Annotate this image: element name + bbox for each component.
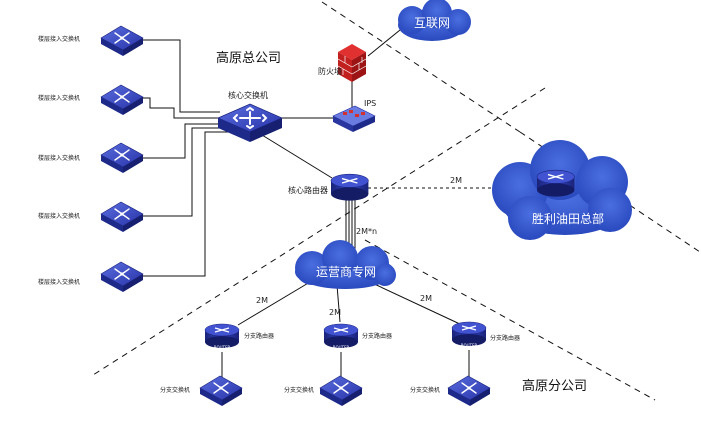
ips-icon	[343, 110, 365, 117]
link-firewall-internet	[367, 29, 401, 57]
shengli-cloud: 胜利油田总部	[492, 140, 632, 240]
core-switch: 核心交换机	[217, 90, 283, 142]
access-switch-3: 楼层接入交换机	[38, 142, 144, 174]
access-switch-label: 楼层接入交换机	[38, 278, 80, 286]
branch-region-label: 高原分公司	[522, 378, 587, 394]
carrier-label: 运营商专网	[316, 264, 376, 279]
access-switch-4: 楼层接入交换机	[38, 201, 144, 233]
branch-router-label: 分支路由器	[362, 332, 392, 340]
branch-router-2: ROUTER 分支路由器	[323, 323, 392, 350]
bw-branch-3-label: 2M	[420, 294, 432, 303]
branch-router-1: ROUTER 分支路由器	[204, 323, 274, 350]
branch-switch-3: 分支交换机	[410, 375, 491, 407]
router-badge: ROUTER	[214, 345, 231, 350]
link-carrier-branch-3	[369, 281, 463, 326]
bw-shengli-label: 2M	[450, 176, 462, 185]
link-access-2	[142, 97, 220, 119]
link-access-4	[142, 127, 226, 217]
firewall: 防火墙	[318, 44, 367, 82]
shengli-label: 胜利油田总部	[532, 211, 604, 226]
branch-router-label: 分支路由器	[244, 332, 274, 340]
internet-label: 互联网	[414, 16, 450, 30]
core-switch-label: 核心交换机	[228, 90, 268, 100]
boundary-branch-east	[364, 239, 656, 401]
link-access-5	[142, 131, 232, 277]
branch-switch-label: 分支交换机	[410, 386, 440, 394]
core-router-label: 核心路由器	[288, 185, 328, 195]
access-switch-label: 楼层接入交换机	[38, 154, 80, 162]
internet-cloud: 互联网	[398, 0, 471, 41]
core-switch-icon	[232, 106, 268, 130]
access-switch-label: 楼层接入交换机	[38, 94, 80, 102]
hq-region-label: 高原总公司	[216, 50, 281, 66]
link-carrier-branch-1	[237, 281, 311, 326]
access-switch-5: 楼层接入交换机	[38, 261, 144, 293]
router-badge: ROUTER	[333, 345, 350, 350]
access-switch-2: 楼层接入交换机	[38, 84, 144, 116]
core-router: 核心路由器	[288, 173, 370, 202]
connection-lines	[142, 29, 470, 380]
firewall-icon	[337, 56, 367, 75]
bw-carrier-label: 2M*n	[356, 227, 377, 236]
branch-router-3: ROUTER 分支路由器	[451, 321, 520, 348]
boundary-hq-branch	[92, 87, 546, 376]
access-switch-label: 楼层接入交换机	[38, 212, 80, 220]
branch-switch-1: 分支交换机	[160, 375, 243, 407]
bw-branch-2-label: 2M	[329, 308, 341, 317]
branch-switch-label: 分支交换机	[284, 386, 314, 394]
ips-device: IPS	[332, 99, 376, 132]
router-badge: ROUTER	[461, 343, 478, 348]
carrier-cloud: 运营商专网	[295, 240, 396, 289]
access-switch-1: 楼层接入交换机	[38, 25, 144, 57]
branch-switch-label: 分支交换机	[160, 386, 190, 394]
branch-router-label: 分支路由器	[490, 334, 520, 342]
link-access-1	[142, 39, 220, 113]
link-access-3	[142, 123, 222, 159]
ips-label: IPS	[364, 99, 376, 108]
access-switch-label: 楼层接入交换机	[38, 35, 80, 43]
link-carrier-branch-2	[336, 284, 341, 323]
firewall-label: 防火墙	[318, 66, 342, 76]
bw-branch-1-label: 2M	[256, 296, 268, 305]
link-core-router	[261, 134, 333, 179]
branch-switch-2: 分支交换机	[284, 375, 363, 407]
